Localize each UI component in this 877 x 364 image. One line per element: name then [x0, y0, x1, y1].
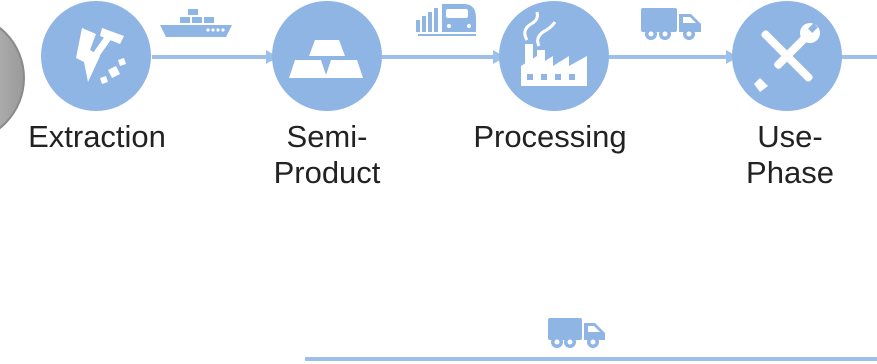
tools-wrench-screwdriver-icon — [754, 23, 820, 92]
stage-label-line1: Semi- — [286, 119, 368, 154]
cargo-ship-icon — [160, 9, 232, 37]
stage-processing-circle — [497, 0, 611, 114]
flow-arrow-2 — [493, 50, 505, 64]
stage-label-semi-product: Semi- Product — [262, 119, 392, 191]
train-icon — [416, 4, 476, 36]
flow-arrow-1 — [266, 50, 278, 64]
mining-pickaxe-icon — [76, 28, 126, 84]
stage-label-use-phase: Use- Phase — [730, 119, 850, 191]
metal-disc-graphic — [0, 26, 25, 130]
stage-label-extraction: Extraction — [4, 119, 190, 155]
metal-ingots-icon — [289, 40, 363, 78]
stage-semi-product-circle — [270, 0, 384, 114]
delivery-truck-icon — [641, 8, 701, 40]
delivery-truck-icon — [548, 318, 605, 348]
stage-label-text: Extraction — [28, 119, 166, 154]
stage-extraction-circle — [38, 0, 154, 114]
stage-label-line2: Product — [273, 155, 381, 190]
return-flow-line — [305, 357, 877, 361]
stage-label-processing: Processing — [450, 119, 650, 155]
flow-arrow-3 — [726, 50, 738, 64]
stage-label-line1: Use- — [757, 119, 823, 154]
stage-use-phase-circle — [730, 0, 844, 114]
stage-label-line2: Phase — [746, 155, 834, 190]
stage-label-text: Processing — [473, 119, 627, 154]
